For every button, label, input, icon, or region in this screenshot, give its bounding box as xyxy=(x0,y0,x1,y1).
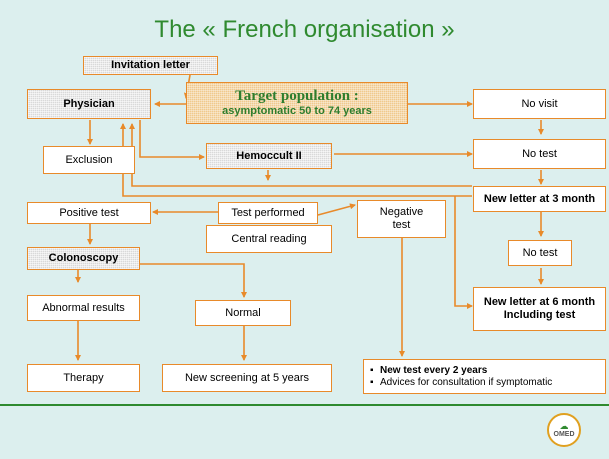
positive-test-box: Positive test xyxy=(27,202,151,224)
follow-up-list: New test every 2 years Advices for consu… xyxy=(370,365,552,388)
abnormal-results-box: Abnormal results xyxy=(27,295,140,321)
arrow-performed-negative xyxy=(317,203,356,216)
logo-mark-icon: ☁ xyxy=(559,420,569,431)
exclusion-box: Exclusion xyxy=(43,146,135,174)
follow-up-advice-box: New test every 2 years Advices for consu… xyxy=(363,359,606,394)
arrow-letter3-physician xyxy=(129,123,472,187)
arrow-colonoscopy-normal xyxy=(140,263,247,298)
negative-test-box: Negative test xyxy=(357,200,446,238)
no-test-box-1: No test xyxy=(473,139,606,169)
list-item-new-test: New test every 2 years xyxy=(370,365,552,377)
physician-box: Physician xyxy=(27,89,151,119)
new-letter-6-month-box: New letter at 6 month Including test xyxy=(473,287,606,331)
no-test-box-2: No test xyxy=(508,240,572,266)
new-letter-6-line-1: New letter at 6 month xyxy=(483,296,596,309)
arrow-return-letter6 xyxy=(454,196,473,309)
omed-logo-icon: ☁ OMED xyxy=(547,413,581,447)
footer-divider xyxy=(0,404,609,406)
target-population-box: Target population : asymptomatic 50 to 7… xyxy=(186,82,408,124)
no-visit-box: No visit xyxy=(473,89,606,119)
list-item-advices: Advices for consultation if symptomatic xyxy=(370,377,552,389)
colonoscopy-box: Colonoscopy xyxy=(27,247,140,270)
logo-text: OMED xyxy=(553,430,575,438)
normal-box: Normal xyxy=(195,300,291,326)
new-letter-3-month-box: New letter at 3 month xyxy=(473,186,606,212)
hemoccult-box: Hemoccult II xyxy=(206,143,332,169)
target-population-subtitle: asymptomatic 50 to 74 years xyxy=(222,105,372,118)
invitation-letter-box: Invitation letter xyxy=(83,56,218,75)
slide-title: The « French organisation » xyxy=(154,16,455,43)
therapy-box: Therapy xyxy=(27,364,140,392)
central-reading-box: Central reading xyxy=(206,225,332,253)
arrow-physician-hemoccult xyxy=(139,120,205,160)
new-letter-6-line-2: Including test xyxy=(503,309,576,321)
target-population-title: Target population : xyxy=(235,88,359,105)
test-performed-box: Test performed xyxy=(218,202,318,224)
new-screening-box: New screening at 5 years xyxy=(162,364,332,392)
